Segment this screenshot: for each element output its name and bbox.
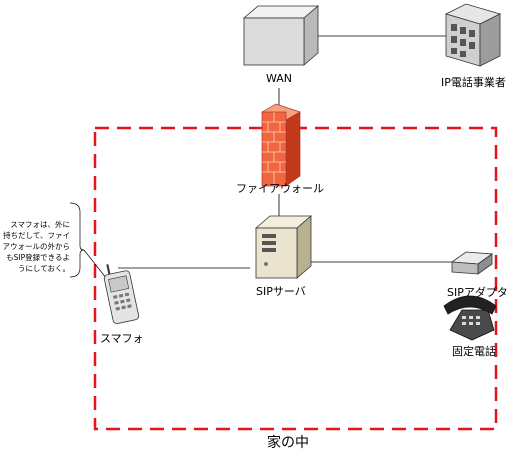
landline-label: 固定電話 xyxy=(452,345,496,358)
note-line: もSIP登録できるよ xyxy=(6,253,70,262)
firewall-label: ファイアウォール xyxy=(236,182,324,195)
smartphone-note: スマフォは、外に 持ちだして、ファイ アウォールの外から もSIP登録できるよ … xyxy=(0,219,71,274)
wan-label: WAN xyxy=(266,72,293,85)
note-line: アウォールの外から xyxy=(2,242,71,251)
building-icon xyxy=(444,3,502,67)
sip-server-label: SIPサーバ xyxy=(256,285,306,298)
note-brace xyxy=(69,202,85,278)
sip-adapter-label: SIPアダプタ xyxy=(447,286,508,299)
note-line: 持ちだして、ファイ xyxy=(3,231,70,240)
home-zone-label: 家の中 xyxy=(267,435,309,451)
note-line: うにしておく。 xyxy=(17,264,70,273)
note-line: スマフォは、外に xyxy=(10,220,70,229)
telephone-icon xyxy=(443,295,497,341)
adapter-icon xyxy=(450,251,494,275)
mobile-phone-icon xyxy=(103,264,140,324)
connections xyxy=(118,35,452,269)
smartphone-label: スマフォ xyxy=(100,332,144,345)
firewall-icon xyxy=(261,103,301,187)
wan-icon xyxy=(242,5,320,66)
ip-provider-label: IP電話事業者 xyxy=(441,76,506,89)
server-icon xyxy=(254,215,313,279)
